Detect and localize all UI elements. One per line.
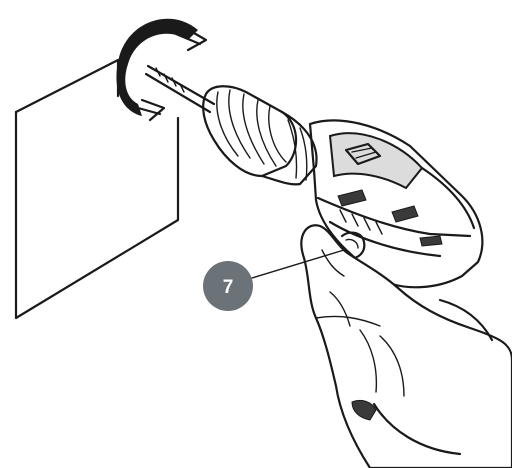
wall-panel (16, 60, 178, 318)
callout-number: 7 (223, 277, 234, 298)
hand (301, 225, 512, 468)
callout-badge: 7 (203, 261, 253, 311)
rotation-arrow-icon (116, 19, 206, 120)
chuck (203, 86, 316, 184)
